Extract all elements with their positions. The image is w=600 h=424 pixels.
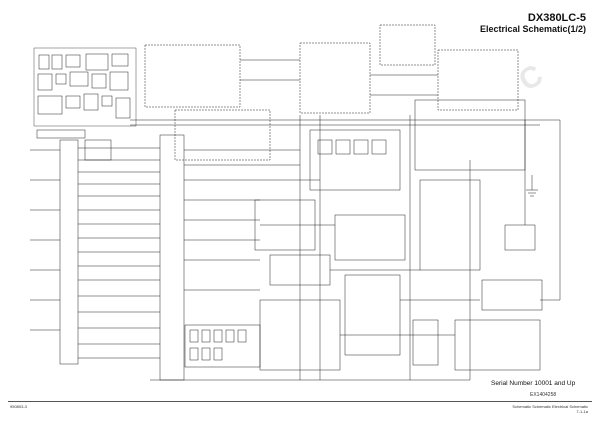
model-title: DX380LC-5: [527, 12, 586, 24]
footer-section: Schematic Schematic Electrical Schematic…: [512, 404, 588, 414]
drawing-code: EX1404258: [530, 392, 557, 398]
footer-divider: [8, 401, 592, 402]
footer-page-number: 7-1-1a: [576, 409, 588, 414]
title-block: DX380LC-5 Electrical Schematic(1/2): [480, 12, 586, 35]
schematic-subtitle: Electrical Schematic(1/2): [479, 24, 586, 34]
footer-doc-number: 950803-3: [10, 404, 27, 409]
footer-section-title: Schematic Schematic Electrical Schematic: [512, 404, 588, 409]
serial-number-note: Serial Number 10001 and Up: [491, 380, 576, 387]
